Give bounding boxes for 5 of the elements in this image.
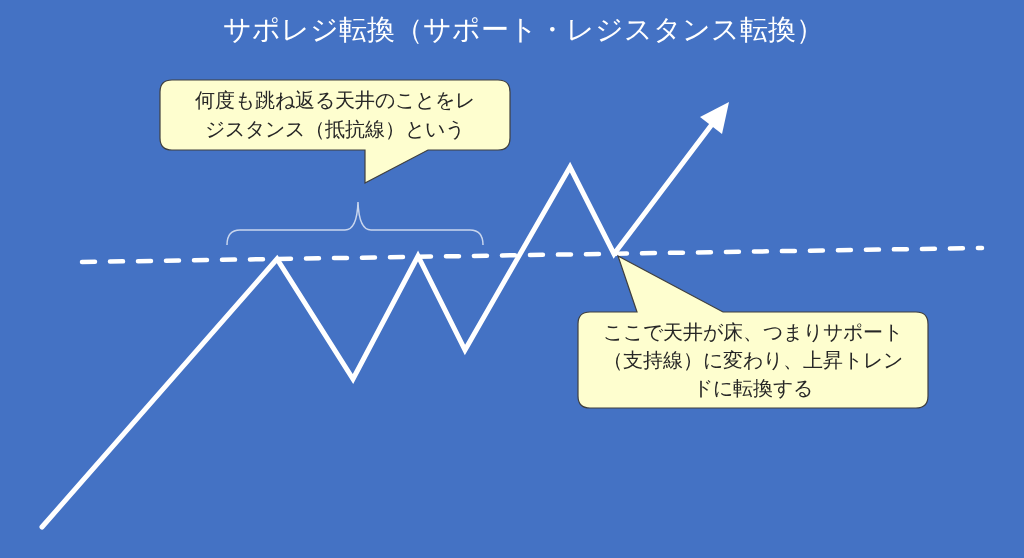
callout-text: 何度も跳ね返る天井のことをレジスタンス（抵抗線）という	[194, 87, 476, 143]
callout-text: ここで天井が床、つまりサポート（支持線）に変わり、上昇トレンドに転換する	[602, 319, 904, 402]
title: サポレジ転換（サポート・レジスタンス転換）	[222, 12, 824, 48]
speech-bubble	[576, 252, 930, 410]
speech-bubble	[158, 78, 512, 186]
